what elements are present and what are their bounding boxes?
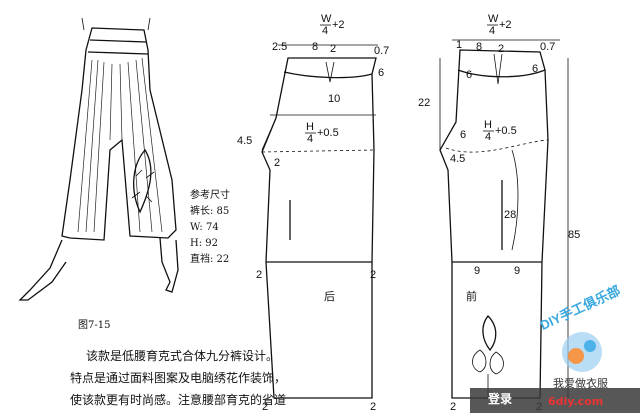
description-line-1: 该款是低腰育克式合体九分裤设计。 <box>86 348 278 363</box>
back-dim-10: 10 <box>328 93 340 105</box>
front-dim-6c: 6 <box>460 129 466 141</box>
front-dim-6a: 6 <box>466 69 472 81</box>
front-dim-1: 1 <box>456 39 462 51</box>
back-dim-8: 8 <box>312 41 318 53</box>
back-dim-2b: 2 <box>274 157 280 169</box>
front-dim-0-7: 0.7 <box>540 41 555 53</box>
front-label: 前 <box>466 289 477 303</box>
ref-size-length: 裤长: 85 <box>190 204 229 217</box>
front-waist-suffix: +2 <box>499 19 512 31</box>
description-line-2: 特点是通过面料图案及电脑绣花作装饰， <box>70 370 286 385</box>
front-dim-9a: 9 <box>474 265 480 277</box>
back-waist-W: W <box>321 13 332 25</box>
front-hip-suffix: +0.5 <box>495 125 517 137</box>
front-formula-waist: W 4 +2 <box>487 13 512 37</box>
back-dim-2d: 2 <box>370 269 376 281</box>
back-hip-H: H <box>306 121 314 133</box>
back-hip-4: 4 <box>307 133 313 145</box>
back-dim-2-5: 2.5 <box>272 41 287 53</box>
back-formula-waist: W 4 +2 <box>320 13 345 37</box>
front-dim-2: 2 <box>498 43 504 55</box>
front-dim-9b: 9 <box>514 265 520 277</box>
description-text: 该款是低腰育克式合体九分裤设计。 特点是通过面料图案及电脑绣花作装饰， 使该款更… <box>70 348 286 407</box>
login-button[interactable]: 登录 <box>488 392 513 406</box>
front-dim-2a: 2 <box>450 401 456 413</box>
ref-size-hip: H: 92 <box>190 238 218 249</box>
back-pattern <box>261 44 378 399</box>
back-dim-0-7: 0.7 <box>374 45 389 57</box>
back-label: 后 <box>324 290 335 303</box>
front-hip-H: H <box>484 119 492 131</box>
front-hip-4: 4 <box>485 131 491 143</box>
back-formula-hip: H 4 +0.5 <box>305 121 339 145</box>
reference-size-block: 参考尺寸 裤长: 85 W: 74 H: 92 直裆: 22 <box>190 188 230 265</box>
diy-club-watermark: DIY手工俱乐部 <box>538 283 623 372</box>
front-dim-6b: 6 <box>532 63 538 75</box>
crotch-depth-dim: 22 <box>418 97 430 109</box>
trouser-illustration <box>18 17 179 301</box>
back-dim-4-5: 4.5 <box>237 135 252 147</box>
ref-size-waist: W: 74 <box>190 222 219 233</box>
total-length-dim: 85 <box>568 229 580 241</box>
back-waist-4: 4 <box>322 25 328 37</box>
back-hip-suffix: +0.5 <box>317 127 339 139</box>
ref-size-title: 参考尺寸 <box>190 188 230 201</box>
bottom-overlay-bar <box>470 388 640 413</box>
front-waist-W: W <box>488 13 499 25</box>
watermark-url: 6diy.com <box>548 395 604 408</box>
back-waist-suffix: +2 <box>332 19 345 31</box>
watermark-club-text: DIY手工俱乐部 <box>538 283 623 333</box>
front-dim-4-5: 4.5 <box>450 153 465 165</box>
front-dim-8: 8 <box>476 41 482 53</box>
front-waist-4: 4 <box>489 25 495 37</box>
figure-caption: 图7-15 <box>78 319 110 331</box>
watermark-account: 我爱做衣服 <box>553 377 608 390</box>
description-line-3: 使该款更有时尚感。注意腰部育克的省道 <box>70 392 286 407</box>
back-dim-2e: 2 <box>262 401 268 413</box>
front-dim-28: 28 <box>504 209 516 221</box>
front-formula-hip: H 4 +0.5 <box>483 119 517 143</box>
back-dim-2f: 2 <box>370 401 376 413</box>
back-dim-2c: 2 <box>256 269 262 281</box>
ref-size-crotch: 直裆: 22 <box>190 252 229 265</box>
back-dim-2: 2 <box>330 43 336 55</box>
back-dim-6: 6 <box>378 67 384 79</box>
